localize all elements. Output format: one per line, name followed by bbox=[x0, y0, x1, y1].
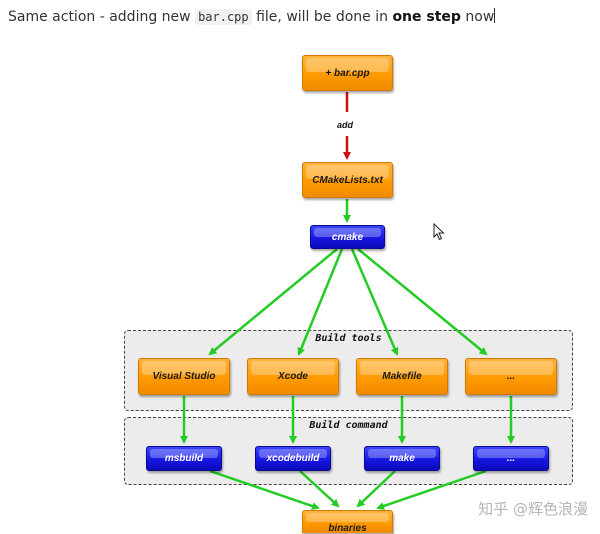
mouse-pointer-icon bbox=[433, 223, 445, 241]
text-caret bbox=[494, 8, 496, 23]
make-node: make bbox=[364, 446, 440, 471]
msbuild-node: msbuild bbox=[146, 446, 222, 471]
arrow-msbuild-binaries bbox=[209, 469, 320, 510]
binaries-label: binaries bbox=[328, 522, 367, 534]
intro-after: now bbox=[460, 9, 495, 25]
watermark: 知乎 @辉色浪漫 bbox=[478, 498, 588, 519]
bar-cpp-node: + bar.cpp bbox=[302, 55, 393, 91]
arrow-cmake-other-tool bbox=[357, 248, 488, 356]
other-cmd-node: ... bbox=[473, 446, 549, 471]
makefile-node: Makefile bbox=[356, 358, 448, 395]
arrow-make-binaries bbox=[356, 470, 396, 508]
visual-studio-node: Visual Studio bbox=[138, 358, 230, 395]
cmake-node: cmake bbox=[310, 225, 385, 249]
watermark-text: 知乎 @辉色浪漫 bbox=[478, 500, 588, 518]
msbuild-label: msbuild bbox=[164, 453, 204, 464]
xcode-node: Xcode bbox=[247, 358, 339, 395]
intro-middle: file, will be done in bbox=[251, 9, 393, 25]
binaries-node: binaries bbox=[302, 510, 393, 534]
bar-cpp-label: + bar.cpp bbox=[325, 67, 370, 79]
intro-text: Same action - adding new bar.cpp file, w… bbox=[8, 8, 598, 25]
arrow-cmake-visual-studio bbox=[208, 248, 338, 356]
xcodebuild-node: xcodebuild bbox=[255, 446, 331, 471]
arrow-xcodebuild-binaries bbox=[299, 470, 340, 508]
visual-studio-label: Visual Studio bbox=[152, 371, 216, 382]
arrow-other-binaries bbox=[376, 469, 487, 510]
other-cmd-label: ... bbox=[506, 453, 516, 464]
build-tools-label: Build tools bbox=[315, 333, 382, 344]
cmake-label: cmake bbox=[331, 231, 364, 243]
build-command-label: Build command bbox=[309, 420, 388, 431]
cmakelists-label: CMakeLists.txt bbox=[312, 174, 383, 186]
intro-before: Same action - adding new bbox=[8, 9, 196, 25]
xcodebuild-label: xcodebuild bbox=[266, 453, 320, 464]
cmakelists-node: CMakeLists.txt bbox=[302, 162, 393, 198]
intro-code: bar.cpp bbox=[195, 9, 252, 25]
add-edge-label: add bbox=[337, 120, 354, 130]
xcode-label: Xcode bbox=[277, 371, 308, 382]
intro-strong: one step bbox=[392, 9, 461, 25]
other-tool-label: ... bbox=[506, 371, 516, 382]
arrow-cmake-makefile bbox=[350, 248, 399, 356]
other-tool-node: ... bbox=[465, 358, 557, 395]
makefile-label: Makefile bbox=[382, 371, 422, 382]
make-label: make bbox=[389, 453, 415, 464]
arrow-cmake-xcode bbox=[297, 248, 344, 356]
